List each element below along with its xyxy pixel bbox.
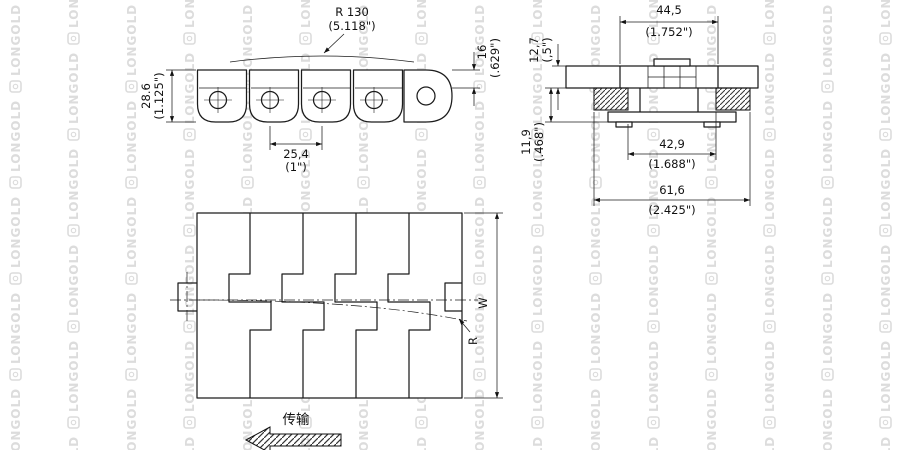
bottom-flange [607,111,737,123]
thickness-inch-label: (.629") [488,38,502,78]
plan-view: R W 传输 [170,212,503,450]
dim-belt-width: W [464,212,503,399]
radius-mm-label: R 130 [335,5,369,19]
top-width-inch-label: (1.752") [645,25,692,39]
radius-inch-label: (5.118") [328,19,375,33]
height-mm-label: 28.6 [139,83,153,109]
curve-centerline [198,299,468,322]
belt-width-label: W [476,297,490,308]
hinge-cap [653,58,691,67]
open-hinge-hole [416,86,436,106]
radius-leader-line [323,33,345,54]
plan-radius-leader [458,318,471,333]
overall-width-mm-label: 61,6 [659,183,685,197]
top-width-mm-label: 44,5 [656,3,682,17]
section-thickness-mm-label: 12,7 [527,37,541,63]
overall-width-inch-label: (2.425") [648,203,695,217]
pitch-inch-label: (1") [285,160,307,174]
inner-width-inch-label: (1.688") [648,157,695,171]
hinge-depth-inch-label: (.468") [532,122,546,162]
dim-height: 28.6 (1.125") [139,69,196,123]
plan-radius-label: R [466,337,480,345]
direction-label: 传输 [283,412,310,428]
dim-overall-width: 61,6 (2.425") [593,112,751,217]
plan-outline [196,212,463,399]
dim-section-plate-thickness: 12,7 (,5") [527,37,566,110]
dim-inner-width: 42,9 (1.688") [627,112,717,171]
thickness-mm-label: 16 [475,45,489,60]
left-edge-tab [177,282,197,312]
guide-rail-hatch-left [593,87,629,111]
guide-rail-hatch-right [715,87,751,111]
pin-holes [204,86,436,113]
dim-pitch: 25,4 (1") [269,126,323,174]
dim-hinge-depth: 11,9 (.468") [519,88,608,162]
dim-plate-thickness: 16 (.629") [452,38,502,106]
direction-arrow-icon [244,426,342,450]
dim-top-width: 44,5 (1.752") [619,3,719,64]
hinge-depth-mm-label: 11,9 [519,129,533,155]
section-view: 44,5 (1.752") 12,7 (,5") 11,9 (.468") 42… [519,3,759,217]
pitch-mm-label: 25,4 [283,147,309,161]
inner-width-mm-label: 42,9 [659,137,685,151]
right-edge-notch [444,282,462,312]
section-thickness-inch-label: (,5") [540,37,554,62]
side-view: R 130 (5.118") 28.6 (1.125") 16 (.629") … [139,5,502,174]
height-inch-label: (1.125") [152,72,166,119]
backflex-radius-arc [229,55,415,63]
